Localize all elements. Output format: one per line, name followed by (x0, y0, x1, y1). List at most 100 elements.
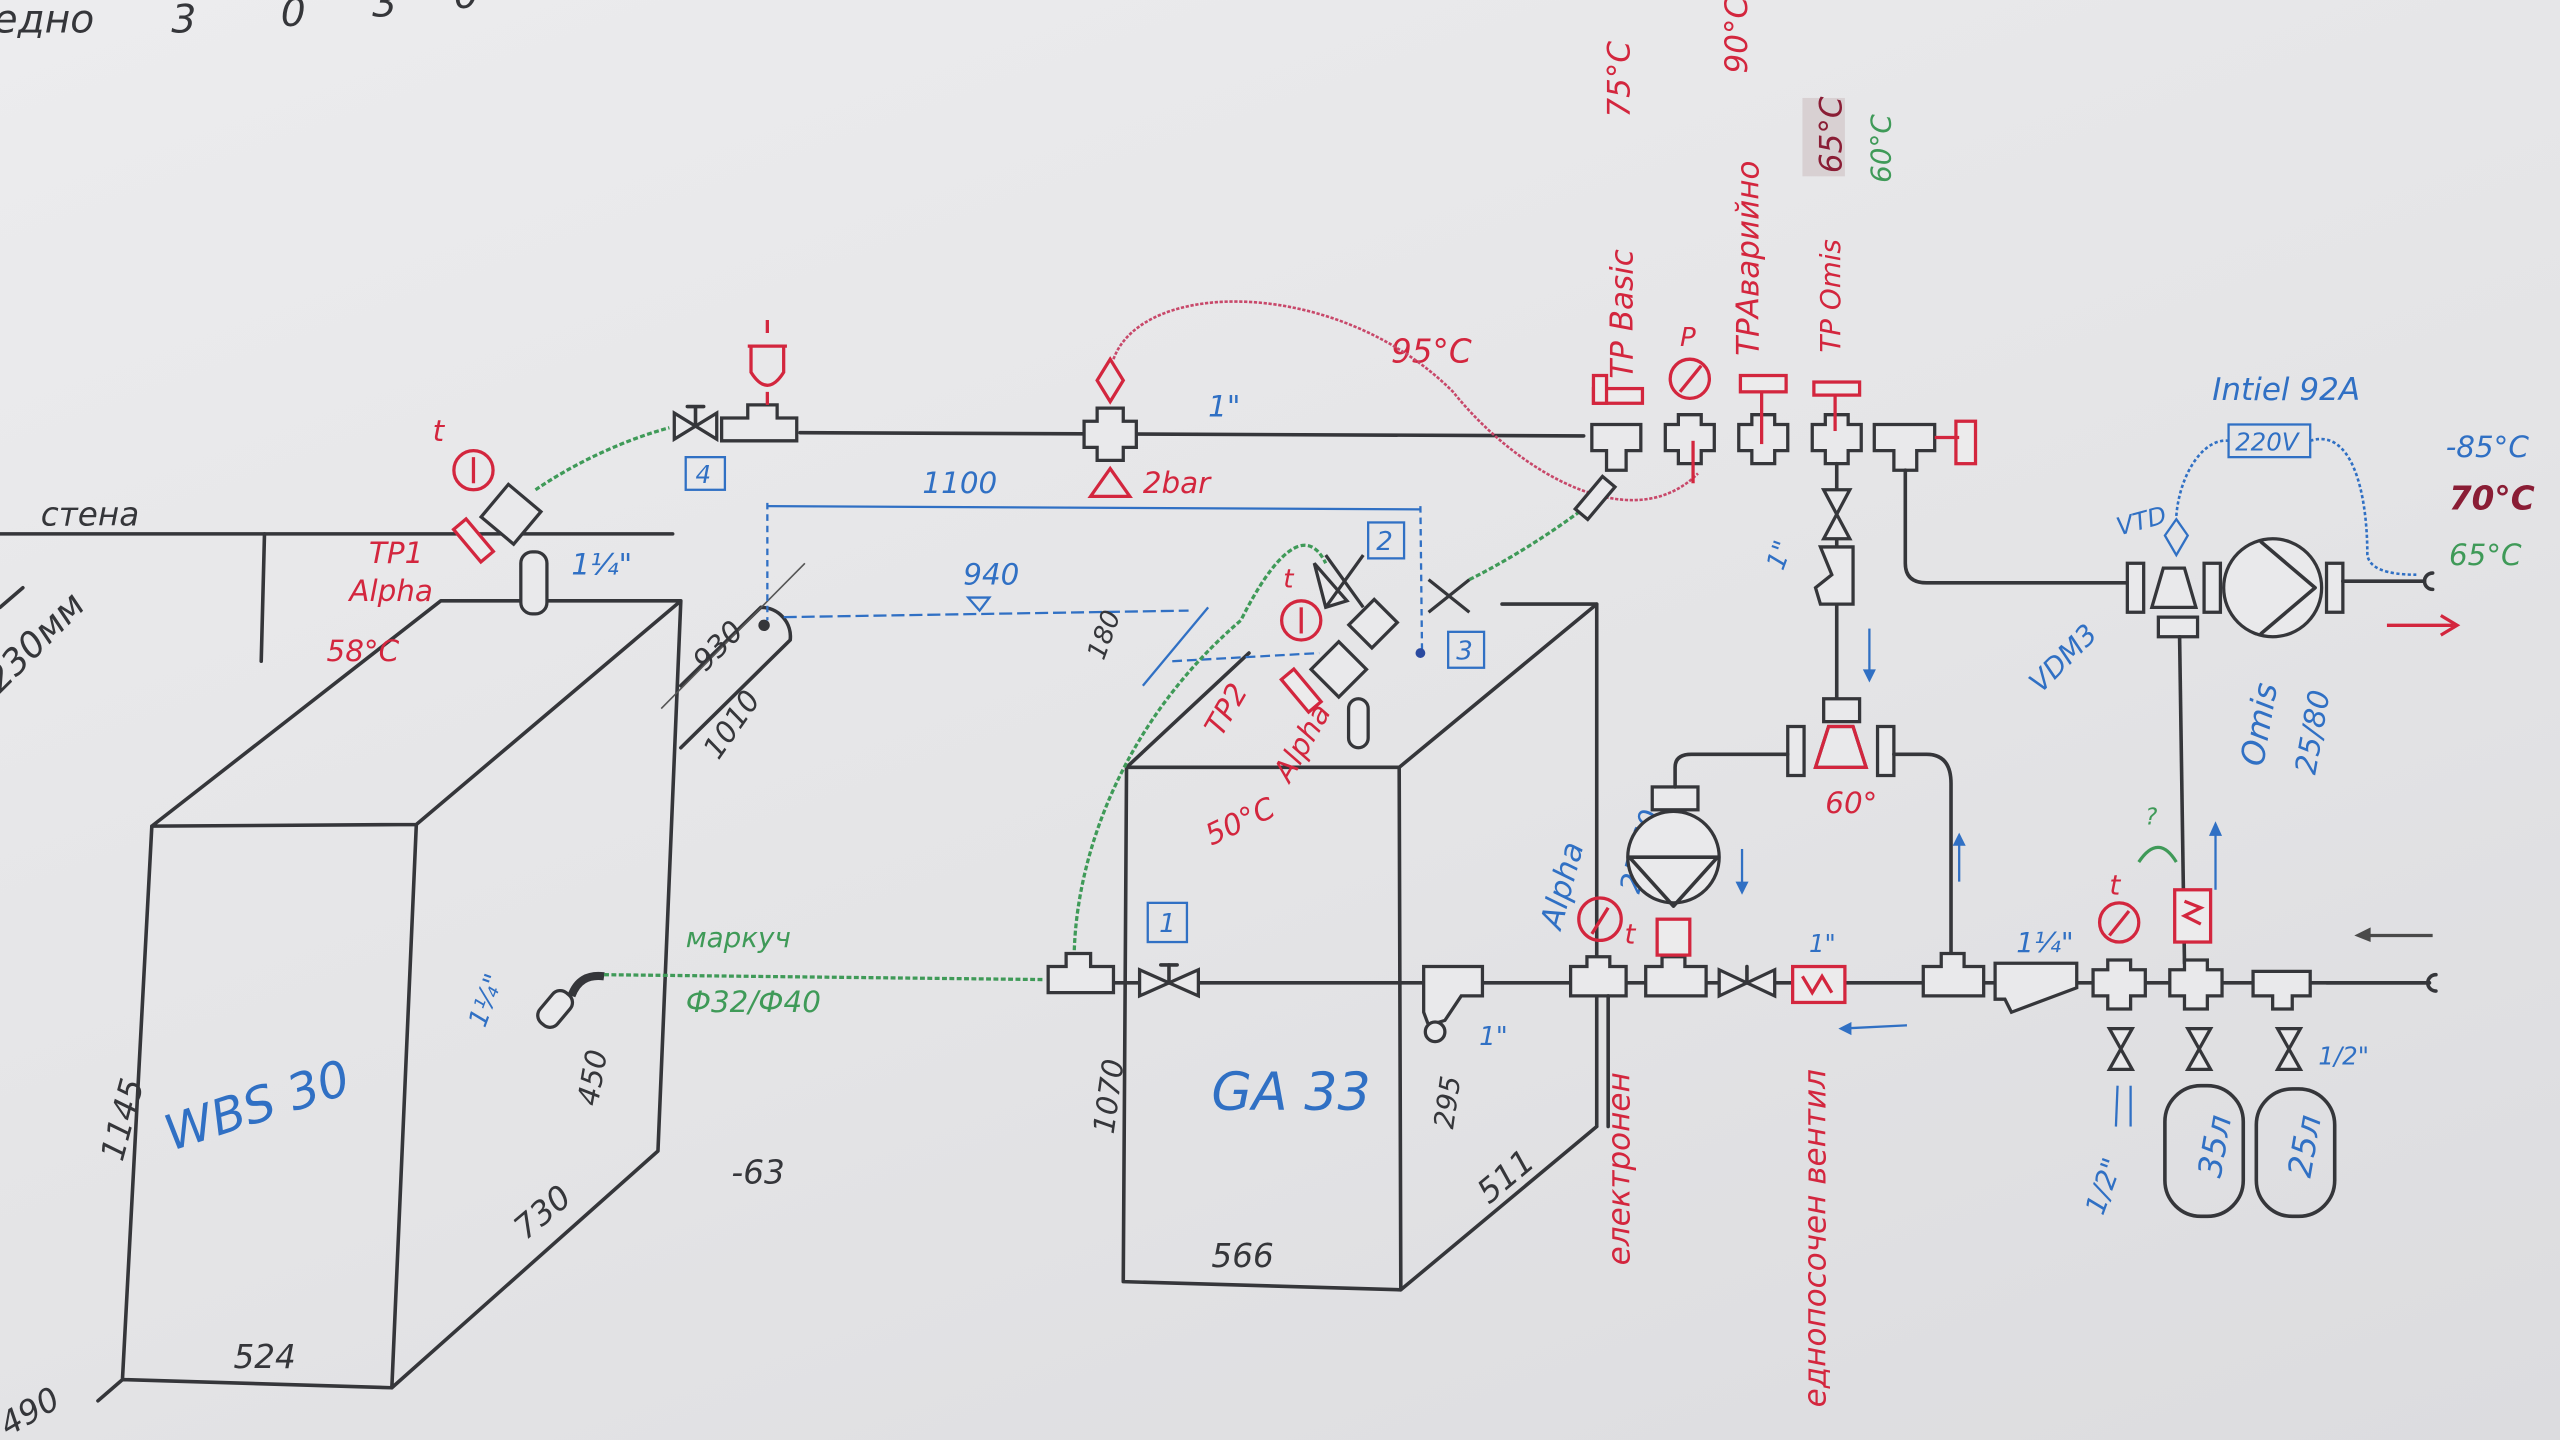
flue-pipe: 930 1010 (660, 562, 806, 765)
tp2-name: TP2 (1198, 677, 1255, 741)
hose-line (534, 426, 670, 492)
check-valve-label: еднопосочен вентил (1797, 1069, 1833, 1407)
dim-depth: 730 (506, 1178, 578, 1247)
boiler-outline (1121, 602, 1599, 1292)
wall: стена 230мм (0, 496, 675, 700)
tee-fitting (2251, 969, 2312, 1011)
branch-size: 1" (1761, 537, 1799, 574)
valve-tag-3 (1447, 630, 1486, 669)
tee-fitting (1872, 422, 1937, 472)
dim-width: 566 (1211, 1237, 1273, 1275)
tee-fitting (1568, 955, 1628, 998)
ball-valve[interactable] (1820, 488, 1853, 541)
check-valve-size: 1" (1809, 929, 1836, 958)
tee-fitting (1921, 951, 1986, 998)
dim-63: -63 (731, 1154, 784, 1192)
tp1-name: TP1 (369, 536, 423, 570)
valve-tag-4-label: 4 (696, 460, 712, 489)
tee-fitting (1644, 955, 1708, 998)
dim-offset: 490 (0, 1380, 66, 1440)
ball-valve[interactable] (1717, 964, 1777, 999)
return-pipe: маркуч Ф32/Ф40 1 1" t Alpha 25/60 (604, 752, 2438, 1407)
wall-label: стена (41, 496, 139, 534)
supply-pipe-size: 1" (1208, 389, 1240, 423)
tee-fitting (1046, 951, 1116, 995)
thermostat-icon (451, 516, 496, 565)
pressure-gauge-icon (1668, 357, 1712, 400)
flue-len-a: 930 (686, 614, 750, 678)
mixing-temp: 60° (1825, 786, 1877, 820)
valve-tag-4 (684, 456, 727, 491)
safety-pressure: 2bar (1143, 466, 1212, 500)
flow-arrow-icon (1735, 881, 1749, 895)
flow-arrow-icon (1952, 832, 1966, 846)
supply-pipe: 4 2bar 1" 95°C (672, 300, 1699, 502)
pump-icon (2222, 537, 2324, 639)
controller-label: Intiel 92A (2212, 372, 2360, 408)
temp-blue: -85°C (2446, 430, 2530, 464)
header-digit: 0 (454, 0, 479, 18)
tp-emergency-temp: 90°C (1719, 0, 1755, 73)
tank-25-label: 25л (2281, 1112, 2329, 1180)
wall-line (0, 585, 25, 610)
tank-valve-size: 1/2" (2318, 1041, 2369, 1070)
tp1-temp: 58°C (327, 634, 400, 668)
circulator-gauge-label: t (1624, 918, 1636, 951)
header-word: едно (0, 0, 94, 43)
wall-line (259, 532, 267, 664)
wall-distance: 230мм (0, 584, 93, 700)
tank-35-label: 35л (2191, 1112, 2239, 1180)
thermostat-icon (1812, 380, 1862, 397)
manifold: P TP Basic 75°C TPАварийно 90°C TP Omis … (1572, 0, 2130, 820)
boiler-outline (96, 599, 683, 1403)
voltage-label: 220V (2235, 428, 2301, 457)
sensor-diamond-icon (1095, 356, 1126, 405)
sensor-box-icon (1655, 917, 1692, 957)
dim-depth: 511 (1470, 1142, 1542, 1211)
tp-basic-label: TP Basic (1605, 249, 1641, 379)
circulator-model: Alpha (1533, 838, 1591, 934)
pressure-gauge-label: P (1680, 323, 1696, 353)
tp1-model: Alpha (347, 574, 433, 608)
actuator-label: VTD (2113, 500, 2169, 541)
outlet-size: 1¼" (463, 970, 510, 1031)
tank-valve[interactable] (2184, 1026, 2214, 1072)
drain-size: 1/2" (2078, 1153, 2129, 1218)
header-note: едно 3 0 3 0 (0, 0, 479, 43)
dim-outlet-height: 450 (571, 1047, 614, 1108)
drain-valve[interactable] (2106, 1026, 2136, 1072)
pump-model: Omis (2233, 680, 2285, 769)
dim-1100: 1100 (922, 466, 997, 500)
thermostat-icon (1738, 373, 1788, 394)
cross-fitting (2091, 958, 2147, 1011)
header-digit: 3 (171, 0, 196, 43)
strainer-fitting (1813, 545, 1855, 606)
dim-height: 1145 (93, 1074, 151, 1164)
strainer-fitting (1422, 964, 1485, 1028)
valve-tag-3-label: 3 (1456, 637, 1473, 667)
boiler-wbs30: WBS 30 1145 524 730 490 450 -63 1¼" 1¼" (0, 548, 785, 1440)
ball-valve-4[interactable] (672, 404, 719, 443)
strainer-size: 1" (1479, 1022, 1508, 1052)
question-mark: ? (2145, 804, 2157, 830)
return-gauge-label: t (2109, 869, 2121, 902)
temp-green: 65°C (2449, 538, 2522, 572)
dim-line-1100 (767, 504, 1421, 511)
tp2-model: Alpha (1265, 698, 1337, 789)
tank-valve[interactable] (2274, 1026, 2304, 1072)
header-digit: 3 (372, 0, 397, 26)
dim-940: 940 (963, 557, 1019, 591)
return-size: 1¼" (2016, 926, 2073, 959)
strainer-fitting (1993, 961, 2079, 1015)
pump-size: 25/80 (2289, 687, 2337, 776)
ball-valve-1[interactable] (1137, 963, 1200, 999)
question-arc (2137, 845, 2178, 863)
cross-fitting (2168, 958, 2224, 1011)
valve-tag-1-label: 1 (1159, 909, 1176, 939)
output-pump-group: VTD VDM3 Omis 25/80 Intiel 92A 220V -85°… (2022, 372, 2535, 966)
temp-red: 70°C (2449, 479, 2535, 517)
dim-outlet-height: 295 (1427, 1074, 1467, 1131)
cross-fitting (1810, 413, 1863, 466)
expansion-tank-25 (2254, 1087, 2337, 1219)
